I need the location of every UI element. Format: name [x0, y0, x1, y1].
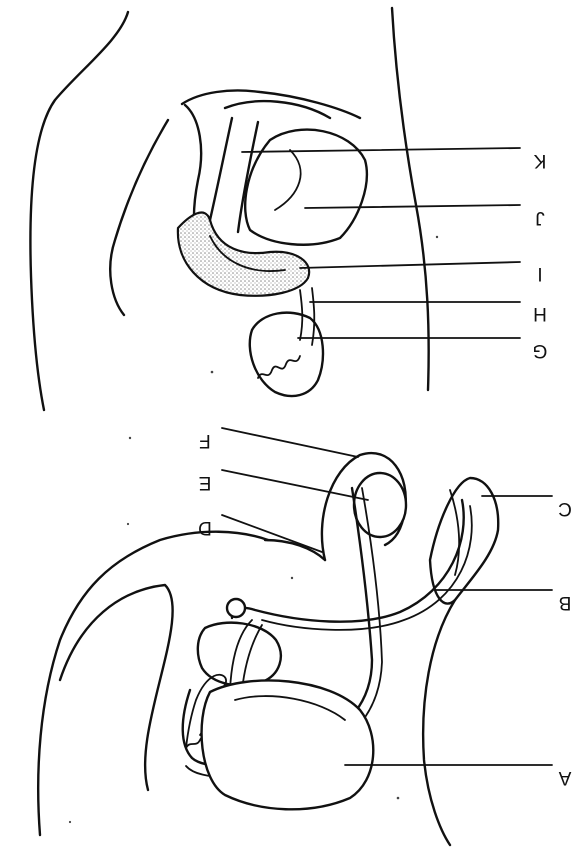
- bottom-buttock: [60, 585, 173, 790]
- bottom-body-right: [423, 600, 455, 845]
- bottom-figure: [38, 453, 498, 845]
- top-outer-contour: [182, 91, 360, 119]
- label-g: G: [533, 340, 548, 361]
- label-k: K: [533, 150, 546, 171]
- label-j: J: [535, 207, 545, 228]
- bottom-organ-a: [202, 680, 374, 809]
- top-body-outline-left: [30, 12, 128, 410]
- bottom-duct-b-end: [227, 599, 245, 617]
- label-d: D: [198, 517, 212, 538]
- label-h: H: [533, 303, 547, 324]
- top-lower-organ: [250, 313, 323, 396]
- label-a: A: [558, 767, 571, 788]
- label-c: C: [558, 498, 572, 519]
- top-tube-h-2: [312, 288, 314, 345]
- leader-i: [300, 262, 520, 268]
- top-buttock-fold: [110, 120, 168, 315]
- top-canal-left: [210, 118, 232, 220]
- label-i: I: [537, 263, 542, 284]
- top-outer-contour-2: [225, 101, 330, 118]
- label-f: F: [199, 430, 211, 451]
- top-figure: [30, 8, 428, 410]
- bottom-organ-e: [354, 473, 406, 537]
- top-body-outline-right: [392, 8, 429, 390]
- leader-f: [222, 428, 358, 457]
- leader-e: [222, 470, 368, 500]
- top-bladder: [245, 130, 367, 245]
- label-e: E: [199, 472, 212, 493]
- label-b: B: [559, 592, 572, 613]
- bottom-gland: [198, 623, 281, 686]
